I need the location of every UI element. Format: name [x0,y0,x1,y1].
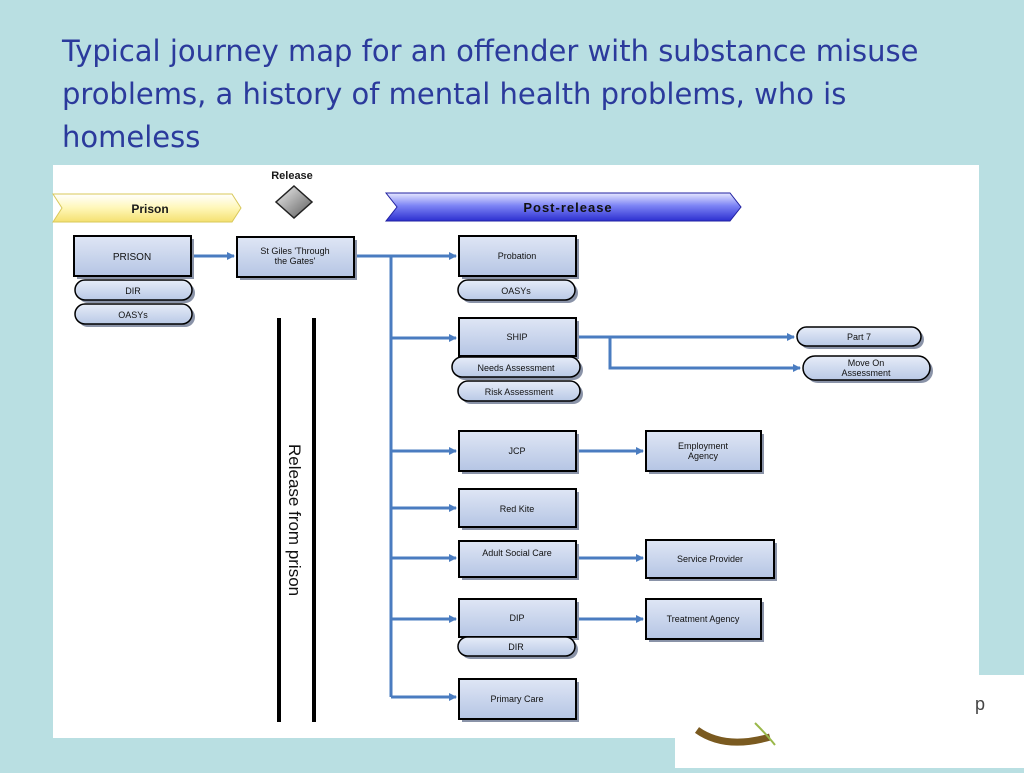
st-giles-box: St Giles 'Through the Gates' [236,236,357,280]
employment-agency-box: Employment Agency [645,430,764,474]
red-kite-label: Red Kite [500,504,535,514]
prison-phase-chevron: Prison [52,193,242,223]
title-line-2: problems, a history of mental health pro… [62,77,847,111]
dir-pill-prison-label: DIR [125,286,141,296]
service-provider-box: Service Provider [645,539,777,581]
move-on-assessment-pill: Move On Assessment [802,355,933,383]
jcp-label: JCP [508,446,525,456]
probation-label: Probation [498,251,537,261]
logo-letter: p [975,694,986,714]
release-marker: Release [271,170,314,220]
treatment-agency-label: Treatment Agency [667,614,740,624]
logo-swoosh-icon [694,722,776,746]
post-release-phase-label: Post-release [523,200,612,215]
probation-box: Probation [458,235,579,279]
adult-social-care-box: Adult Social Care [458,540,579,580]
oasys-pill-prison: OASYs [74,303,195,327]
slide-title: Typical journey map for an offender with… [62,30,962,159]
adult-social-care-label: Adult Social Care [482,548,552,558]
st-giles-label-line1: St Giles 'Through [260,246,329,256]
release-diamond-icon [274,184,314,220]
move-on-label-line1: Move On [848,358,885,368]
ship-box: SHIP [458,317,579,359]
primary-care-box: Primary Care [458,678,579,722]
prison-phase-label: Prison [131,202,168,216]
risk-assessment-pill: Risk Assessment [457,380,583,404]
primary-care-label: Primary Care [490,694,543,704]
oasys-pill-probation: OASYs [457,279,578,303]
service-provider-label: Service Provider [677,554,743,564]
release-label: Release [271,170,313,182]
employment-label-line1: Employment [678,441,729,451]
dip-label: DIP [509,613,524,623]
dir-pill-dip-label: DIR [508,642,524,652]
jcp-box: JCP [458,430,579,474]
connectors [194,252,801,701]
dir-pill-dip: DIR [457,636,578,659]
part7-pill: Part 7 [796,326,924,349]
dir-pill-prison: DIR [74,279,195,303]
logo-panel [675,675,1024,768]
risk-assessment-label: Risk Assessment [485,387,554,397]
oasys-pill-probation-label: OASYs [501,286,531,296]
title-line-3: homeless [62,120,201,154]
employment-label-line2: Agency [688,451,719,461]
prison-box: PRISON [73,235,194,279]
red-kite-box: Red Kite [458,488,579,530]
move-on-label-line2: Assessment [841,368,891,378]
post-release-phase-chevron: Post-release [384,192,742,222]
part7-label: Part 7 [847,332,871,342]
dip-box: DIP [458,598,579,640]
ship-label: SHIP [506,332,527,342]
oasys-pill-prison-label: OASYs [118,310,148,320]
treatment-agency-box: Treatment Agency [645,598,764,642]
title-line-1: Typical journey map for an offender with… [62,34,919,68]
release-from-prison-label: Release from prison [285,444,304,596]
needs-assessment-label: Needs Assessment [477,363,555,373]
release-from-prison-band: Release from prison [277,318,316,722]
prison-box-label: PRISON [113,252,151,263]
needs-assessment-pill: Needs Assessment [451,356,583,380]
st-giles-label-line2: the Gates' [275,256,316,266]
